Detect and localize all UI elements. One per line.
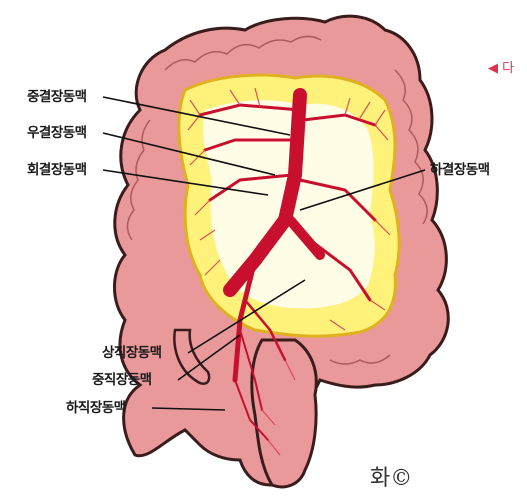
side-marker: ◀ 다: [488, 57, 514, 76]
label-ileocolic: 회결장동맥: [27, 162, 87, 178]
label-left-colic: 하결장동맥: [430, 162, 490, 178]
label-superior-rectal: 상직장동맥: [102, 345, 162, 361]
label-inferior-rectal: 하직장동맥: [66, 400, 126, 416]
artist-signature: 화©: [370, 460, 412, 492]
label-middle-colic: 중결장동맥: [27, 89, 87, 105]
label-right-colic: 우결장동맥: [27, 125, 87, 141]
label-middle-rectal: 중직장동맥: [92, 372, 152, 388]
